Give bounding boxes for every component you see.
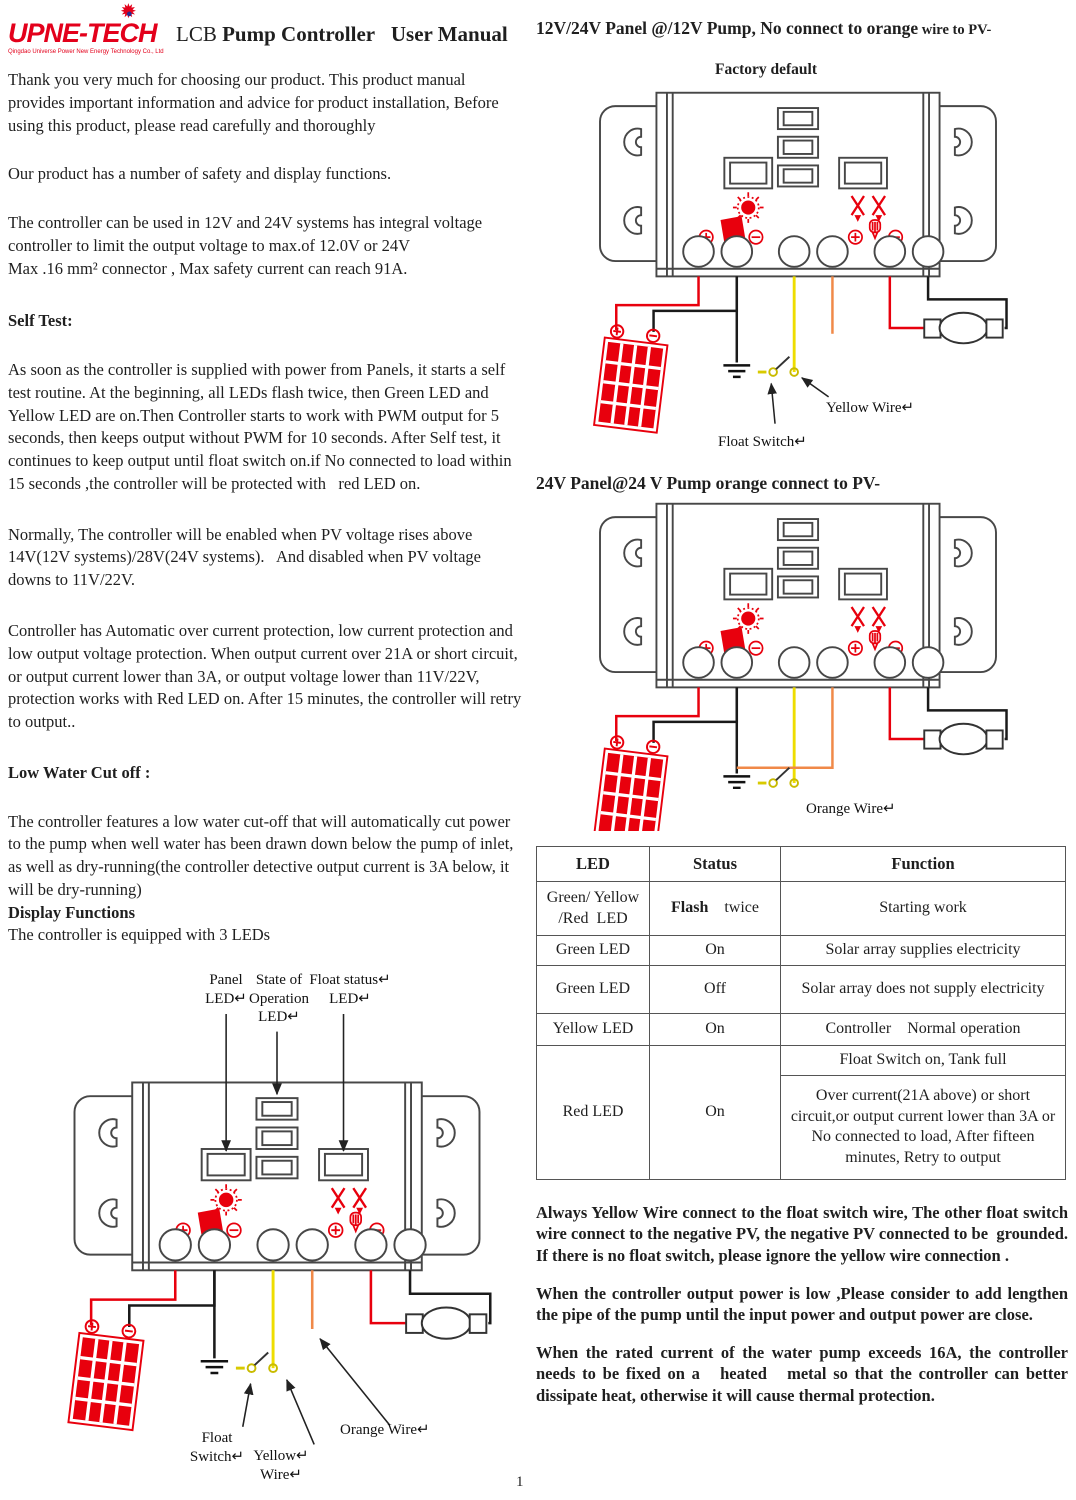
col-header-led: LED	[536, 846, 650, 882]
led-cell: Green/ Yellow /Red LED	[536, 881, 650, 936]
orange-connected-diagram: Orange Wire↵	[578, 498, 1018, 832]
pv-positive-wire	[615, 687, 700, 741]
note-yellow-wire: Always Yellow Wire connect to the float …	[536, 1202, 1068, 1265]
factory-default-label: Factory default	[714, 61, 817, 78]
wiring-heading-24v: 24V Panel@24 V Pump orange connect to PV…	[536, 473, 881, 493]
pv-positive-wire	[89, 1270, 177, 1326]
note-heat-dissipation: When the rated current of the water pump…	[536, 1342, 1068, 1405]
display-functions-diagram-svg	[66, 1014, 492, 1445]
yellow-wire-label: Yellow Wire↵	[826, 400, 915, 416]
yellow-wire-label: Yellow↵ Wire↵	[253, 1448, 309, 1483]
led-cell: Green LED	[536, 965, 650, 1014]
pump-positive-wire	[888, 276, 925, 330]
orange-wire-label: Orange Wire↵	[806, 801, 896, 817]
factory-default-diagram: Yellow Wire↵ Float Switch↵	[578, 87, 1018, 453]
pump-negative-wire	[926, 276, 1008, 330]
table-row: Green LED On Solar array supplies electr…	[536, 935, 1066, 966]
pump-negative-wire	[408, 1270, 492, 1325]
factory-default-diagram-svg	[592, 91, 1008, 435]
left-column: ✹ ● UPNE-TECH Qingdao Universe Power New…	[8, 2, 522, 1491]
orange-wire	[736, 687, 834, 769]
status-bold: Flash	[671, 899, 709, 917]
protection-paragraph: Controller has Automatic over current pr…	[8, 621, 522, 732]
table-row: Red LED On Float Switch on, Tank full	[536, 1045, 1066, 1180]
title-main: Pump Controller User Manual	[222, 22, 508, 46]
low-water-heading: Low Water Cut off :	[8, 762, 151, 782]
self-test-paragraph: As soon as the controller is supplied wi…	[8, 360, 512, 493]
title-prefix: LCB	[176, 22, 217, 46]
logo-star-core-icon: ●	[126, 8, 133, 20]
led-cell: Green LED	[536, 935, 650, 966]
table-header-row: LED Status Function	[536, 846, 1066, 882]
wiring-heading-12v-main: 12V/24V Panel @/12V Pump, No connect to …	[536, 18, 919, 38]
function-cell: Solar array supplies electricity	[780, 935, 1066, 966]
function-cell: Controller Normal operation	[780, 1013, 1066, 1046]
logo-text: UPNE-TECH	[8, 18, 158, 48]
note-low-power: When the controller output power is low …	[536, 1283, 1068, 1325]
float-status-led-label: Float status↵ LED↵	[309, 972, 391, 1007]
panel-led-label: Panel LED↵	[205, 972, 247, 1007]
status-cell: Flash twice	[649, 881, 781, 936]
function-cell: Solar array does not supply electricity	[780, 965, 1066, 1014]
pump-negative-wire	[926, 687, 1008, 741]
table-row: Green LED Off Solar array does not suppl…	[536, 965, 1066, 1014]
function-cell: Float Switch on, Tank full	[780, 1045, 1066, 1076]
safety-functions-paragraph: Our product has a number of safety and d…	[8, 164, 392, 184]
function-cell: Over current(21A above) or short circuit…	[780, 1074, 1066, 1180]
page-number: 1	[516, 1474, 524, 1490]
orange-wire-label: Orange Wire↵	[340, 1422, 430, 1439]
voltage-paragraph: The controller can be used in 12V and 24…	[8, 213, 483, 278]
page-title: LCB Pump Controller User Manual	[176, 22, 508, 47]
wiring-heading-12v: 12V/24V Panel @/12V Pump, No connect to …	[536, 18, 1068, 39]
self-test-heading: Self Test:	[8, 311, 73, 331]
display-functions-diagram: Panel LED↵ State of Operation LED↵ Float…	[52, 969, 502, 1491]
float-switch-label: Float Switch↵	[718, 434, 807, 450]
status-cell: On	[649, 1045, 781, 1180]
orange-connected-diagram-svg	[592, 502, 1008, 831]
intro-paragraph: Thank you very much for choosing our pro…	[8, 70, 499, 135]
led-status-table: LED Status Function Green/ Yellow /Red L…	[536, 846, 1066, 1180]
company-logo: ✹ ● UPNE-TECH Qingdao Universe Power New…	[8, 2, 166, 55]
status-cell: On	[649, 1013, 781, 1046]
low-water-paragraph: The controller features a low water cut-…	[8, 811, 514, 899]
led-cell: Yellow LED	[536, 1013, 650, 1046]
wiring-heading-12v-tail: wire to PV-	[918, 22, 992, 38]
col-header-status: Status	[649, 846, 781, 882]
status-cell: Off	[649, 965, 781, 1014]
logo-tagline: Qingdao Universe Power New Energy Techno…	[8, 49, 164, 55]
enable-voltage-paragraph: Normally, The controller will be enabled…	[8, 524, 481, 590]
table-row: Yellow LED On Controller Normal operatio…	[536, 1013, 1066, 1046]
led-cell: Red LED	[536, 1045, 650, 1180]
display-functions-paragraph: The controller is equipped with 3 LEDs	[8, 925, 271, 945]
float-switch-label: Float Switch↵	[189, 1430, 245, 1465]
table-row: Green/ Yellow /Red LED Flash twice Starti…	[536, 881, 1066, 936]
header: ✹ ● UPNE-TECH Qingdao Universe Power New…	[8, 2, 522, 55]
col-header-function: Function	[780, 846, 1066, 882]
status-cell: On	[649, 935, 781, 966]
right-column: 12V/24V Panel @/12V Pump, No connect to …	[536, 18, 1068, 1423]
function-cell: Starting work	[780, 881, 1066, 936]
status-rest: twice	[724, 899, 759, 917]
display-functions-heading: Display Functions	[8, 902, 135, 922]
state-of-operation-led-label: State of Operation LED↵	[249, 972, 309, 1025]
table-row: Over current(21A above) or short circuit…	[537, 1074, 1066, 1180]
logo-star-icon: ✹	[120, 1, 137, 23]
pump-positive-wire	[888, 687, 925, 741]
pump-positive-wire	[369, 1270, 407, 1325]
pv-positive-wire	[615, 276, 700, 330]
